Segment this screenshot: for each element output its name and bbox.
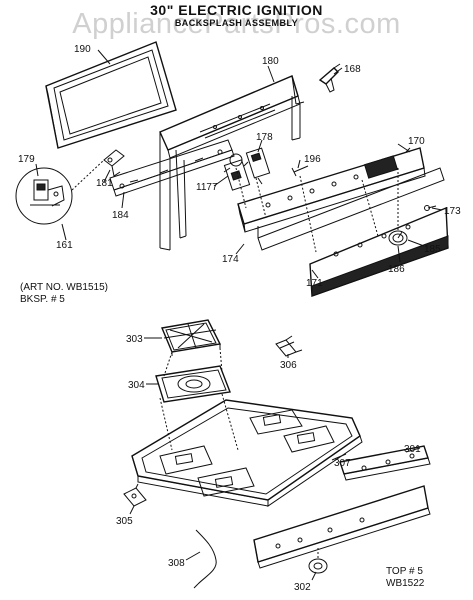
- callout-186: 186: [388, 264, 405, 275]
- top-part-number: WB1522: [386, 578, 425, 589]
- callout-179: 179: [18, 154, 35, 165]
- part-301-front-trim: [339, 445, 431, 481]
- callout-174: 174: [222, 254, 239, 265]
- callout-185: 185: [424, 244, 441, 255]
- assembly-guides-lower: [159, 347, 239, 451]
- part-170-control-panel: [237, 147, 426, 233]
- callout-labels: 190 180 168 178 170 179 181 1177 196 184…: [18, 44, 461, 593]
- part-171-escutcheon: [309, 206, 449, 297]
- callout-304: 304: [128, 380, 145, 391]
- part-303-grate: [161, 319, 222, 356]
- part-196-screw: [291, 165, 309, 177]
- callout-170: 170: [408, 136, 425, 147]
- callout-196: 196: [304, 154, 321, 165]
- part-181-bracket: [103, 149, 125, 177]
- callout-302: 302: [294, 582, 311, 593]
- part-168-clip: [318, 63, 341, 93]
- part-173-screw: [424, 205, 437, 211]
- callout-301: 301: [404, 444, 421, 455]
- callout-305: 305: [116, 516, 133, 527]
- callout-178: 178: [256, 132, 273, 143]
- leader-lines: [35, 49, 443, 581]
- callout-173: 173: [444, 206, 461, 217]
- part-190-panel: [45, 41, 177, 149]
- callout-171: 171: [306, 278, 323, 289]
- top-number: TOP # 5: [386, 566, 423, 577]
- part-185-knob: [388, 230, 408, 246]
- part-180-frame: [159, 75, 305, 251]
- callout-1177: 1177: [196, 182, 218, 193]
- top-number-note: TOP # 5 WB1522: [386, 566, 424, 590]
- part-302-manifold-panel: [253, 485, 431, 574]
- part-178-switch: [245, 147, 271, 185]
- callout-306: 306: [280, 360, 297, 371]
- watermark: AppliancePartsPros.com: [72, 8, 401, 40]
- diagram-title: 30" ELECTRIC IGNITION: [150, 2, 323, 18]
- backsplash-number: BKSP. # 5: [20, 294, 65, 305]
- part-174-trim: [257, 167, 445, 251]
- callout-161: 161: [56, 240, 73, 251]
- part-179-detail-circle: [15, 159, 105, 225]
- callout-303: 303: [126, 334, 143, 345]
- part-308-wire: [193, 529, 217, 589]
- part-307-cooktop: [131, 399, 363, 507]
- art-number: (ART NO. WB1515): [20, 282, 108, 293]
- callout-307: 307: [334, 458, 351, 469]
- callout-180: 180: [262, 56, 279, 67]
- callout-308: 308: [168, 558, 185, 569]
- part-306-spring-clip: [275, 335, 303, 357]
- art-number-note: (ART NO. WB1515) BKSP. # 5: [20, 282, 108, 306]
- callout-190: 190: [74, 44, 91, 55]
- assembly-guides-upper: [235, 167, 399, 253]
- diagram-subtitle: BACKSPLASH ASSEMBLY: [174, 18, 299, 28]
- callout-181: 181: [96, 178, 113, 189]
- part-304-drip-pan: [155, 365, 231, 403]
- callout-184: 184: [112, 210, 129, 221]
- part-305-bracket: [123, 483, 147, 507]
- callout-168: 168: [344, 64, 361, 75]
- part-184-rail: [109, 139, 235, 197]
